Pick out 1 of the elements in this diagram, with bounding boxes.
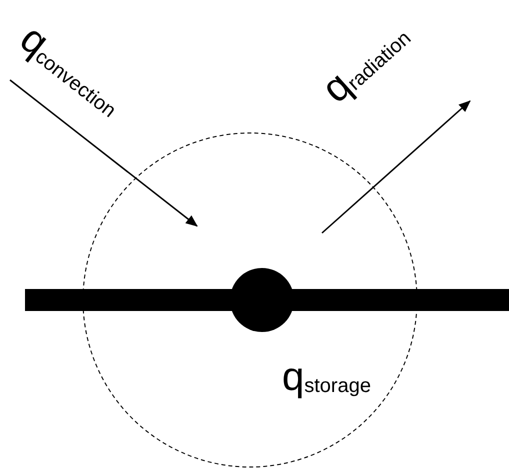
heat-label: q$_{storage}$ [282,357,371,397]
